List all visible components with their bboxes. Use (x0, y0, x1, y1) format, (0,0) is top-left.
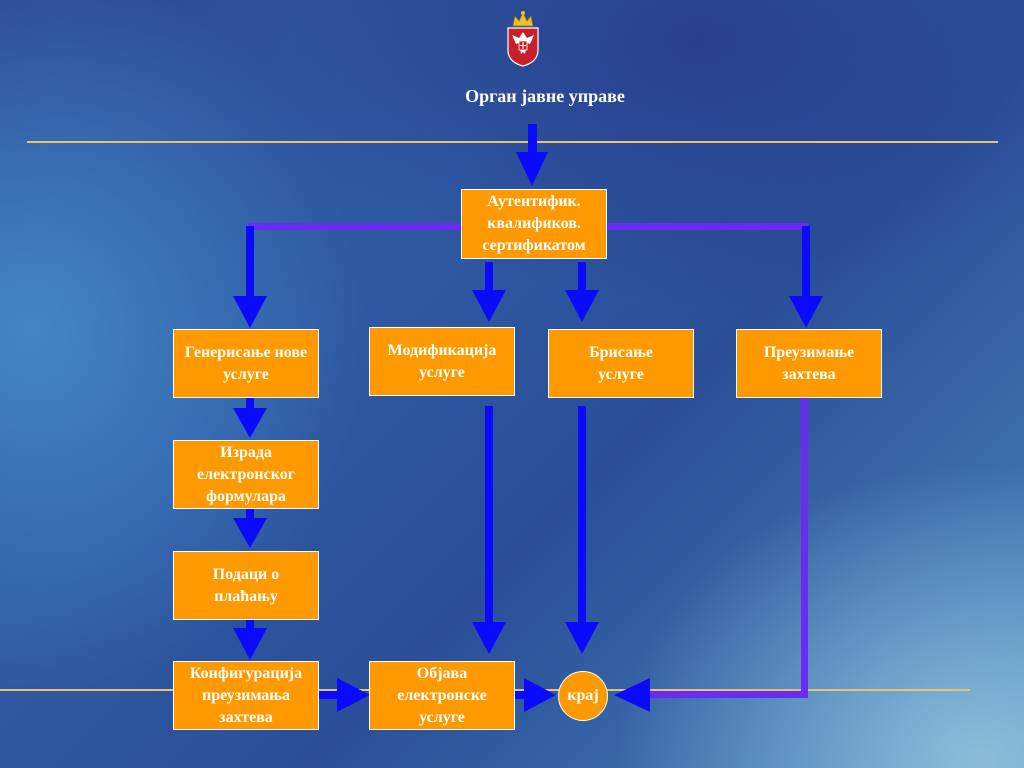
arrow-take-requests-to-end (614, 398, 808, 712)
arrow-publish-to-end (515, 678, 556, 712)
arrow-auth-to-modify (472, 262, 506, 322)
arrow-delete-to-end (565, 406, 599, 654)
configure-requests-box: Конфигурација преузимања захтева (173, 661, 319, 730)
arrow-form-to-payment (233, 508, 267, 548)
arrow-payment-to-configure (233, 619, 267, 660)
arrow-title-to-auth (516, 124, 548, 186)
arrow-modify-to-publish (472, 406, 506, 654)
arrow-auth-to-delete (565, 262, 599, 322)
generate-service-box: Генерисање нове услуге (173, 329, 319, 398)
create-form-box: Израда електронског формулара (173, 440, 319, 509)
take-requests-box: Преузимање захтева (736, 329, 882, 398)
auth-box: Аутентифик. квалификов. сертификатом (461, 189, 607, 259)
end-node: крај (558, 671, 608, 721)
modify-service-box: Модификација услуге (369, 327, 515, 396)
arrow-auth-to-take-requests (789, 226, 823, 328)
arrow-auth-to-generate (233, 226, 267, 328)
arrow-configure-to-publish (319, 678, 370, 712)
delete-service-box: Брисање услуге (548, 329, 694, 398)
payment-data-box: Подаци о плаћању (173, 551, 319, 620)
arrow-generate-to-form (233, 398, 267, 438)
coat-of-arms-icon (507, 11, 539, 67)
page-title: Орган јавне управе (465, 86, 625, 106)
top-divider-line (27, 141, 998, 143)
publish-service-box: Објава електронске услуге (369, 661, 515, 730)
